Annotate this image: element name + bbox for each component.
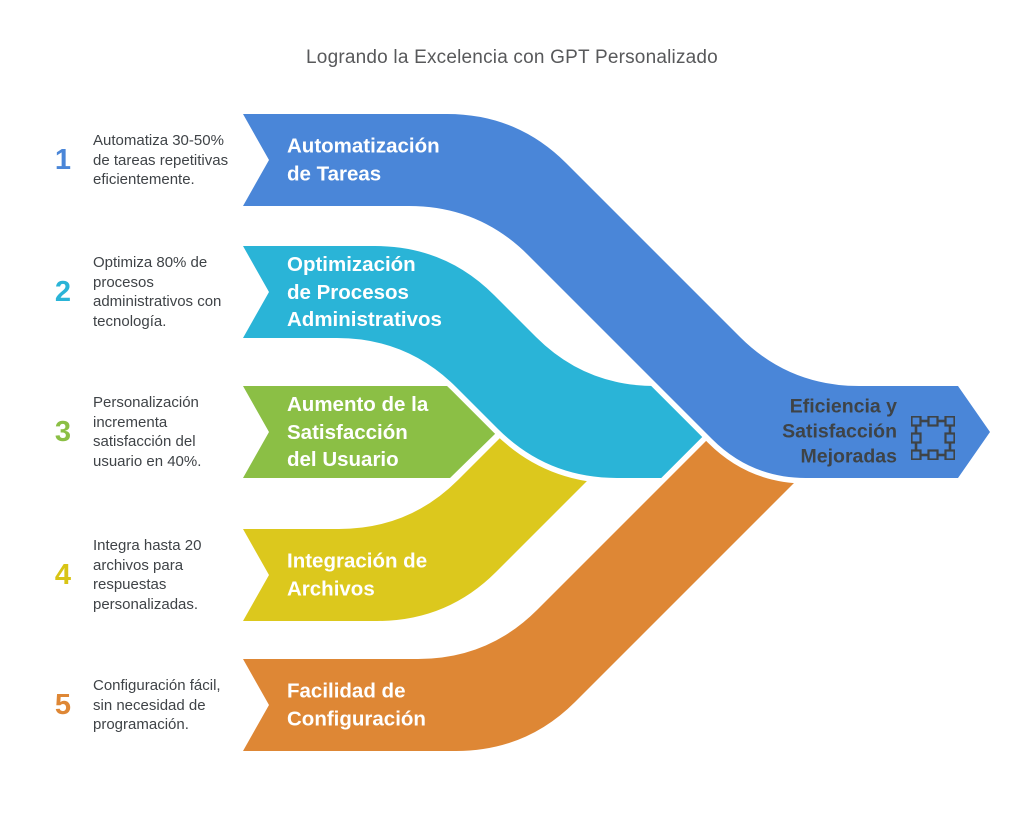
step-description-1: Automatiza 30-50% de tareas repetitivas … bbox=[93, 131, 229, 188]
step-number-5: 5 bbox=[54, 689, 72, 721]
step-description-2: Optimiza 80% de procesos administrativos… bbox=[93, 254, 222, 330]
step-number-1: 1 bbox=[54, 144, 72, 176]
ribbon-step-1-shape bbox=[243, 114, 990, 478]
output-label-line: Satisfacción bbox=[782, 420, 897, 443]
step-number-2: 2 bbox=[54, 276, 72, 308]
step-number-4: 4 bbox=[54, 559, 72, 591]
band-label-2: Optimización de Procesos Administrativos bbox=[287, 251, 487, 334]
band-label-2-line: de Procesos bbox=[287, 280, 409, 304]
ribbon-step-3-shape bbox=[243, 386, 497, 478]
band-label-3-line: del Usuario bbox=[287, 447, 399, 471]
diagram-title: Logrando la Excelencia con GPT Personali… bbox=[306, 47, 718, 68]
ribbon-step-4 bbox=[237, 424, 644, 627]
ribbon-step-1-and-output-arrow bbox=[237, 108, 996, 484]
band-label-2-line: Optimización bbox=[287, 252, 416, 276]
band-label-2-line: Administrativos bbox=[287, 307, 442, 331]
band-label-5-line: Facilidad de bbox=[287, 679, 406, 703]
band-label-4-line: Archivos bbox=[287, 577, 375, 600]
ribbon-step-2-shape bbox=[243, 246, 792, 478]
band-label-1-line: de Tareas bbox=[287, 162, 382, 185]
band-label-4: Integración de Archivos bbox=[287, 548, 487, 603]
output-label: Eficiencia y Satisfacción Mejoradas bbox=[680, 395, 897, 470]
band-label-4-line: Integración de bbox=[287, 549, 428, 573]
output-label-line: Mejoradas bbox=[800, 445, 897, 468]
output-label-line: Eficiencia y bbox=[789, 395, 897, 418]
band-label-1-line: Automatización bbox=[287, 134, 440, 158]
step-description-3: Personalización incrementa satisfacción … bbox=[93, 394, 202, 470]
ribbon-step-3 bbox=[237, 380, 503, 484]
band-label-3-line: Satisfacción bbox=[287, 420, 408, 444]
step-number-3: 3 bbox=[54, 416, 72, 448]
band-label-5-line: Configuración bbox=[287, 707, 426, 730]
band-label-3: Aumento de la Satisfacción del Usuario bbox=[287, 391, 487, 474]
step-description-4: Integra hasta 20 archivos para respuesta… bbox=[93, 537, 202, 613]
band-label-5: Facilidad de Configuración bbox=[287, 678, 487, 733]
ribbon-step-5-shape bbox=[243, 430, 847, 751]
ribbon-step-4-shape bbox=[243, 430, 638, 621]
step-description-5: Configuración fácil, sin necesidad de pr… bbox=[93, 676, 221, 733]
band-label-3-line: Aumento de la bbox=[287, 392, 429, 416]
ribbon-step-5 bbox=[237, 424, 853, 757]
artboard-icon bbox=[911, 416, 955, 460]
band-label-1: Automatización de Tareas bbox=[287, 133, 487, 188]
